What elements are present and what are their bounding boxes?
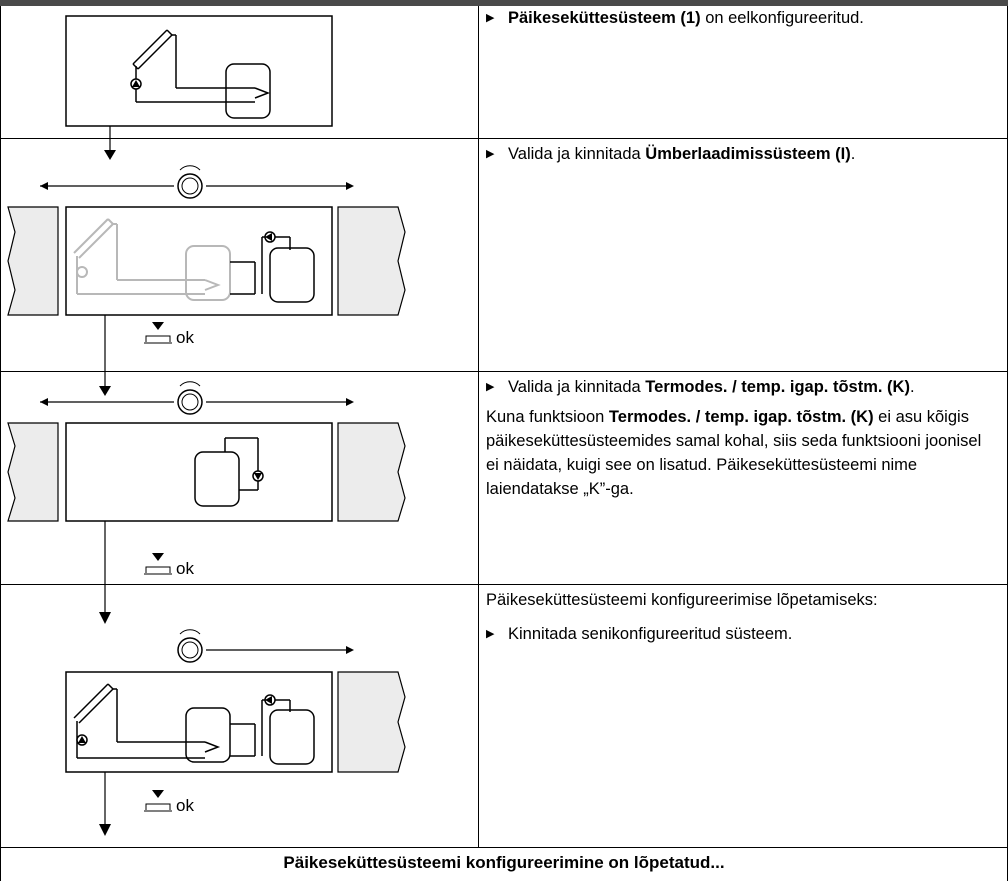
ok-button-icon — [144, 790, 172, 812]
row-divider — [0, 138, 1008, 139]
instruction-cell-2: ▶ Valida ja kinnitada Ümberlaadimissüste… — [486, 142, 996, 172]
side-panel-left — [7, 206, 59, 316]
instruction-step: ▶ Päikeseküttesüsteem (1) on eelkonfigur… — [486, 6, 996, 30]
down-arrow-icon — [99, 612, 111, 624]
down-arrow-icon — [104, 150, 116, 160]
menu-item-name: Ümberlaadimissüsteem (I) — [645, 145, 851, 163]
ok-label: ok — [176, 559, 194, 578]
intro-paragraph: Päikeseküttesüsteemi konfigureerimise lõ… — [486, 591, 878, 609]
instruction-step: ▶ Kinnitada senikonfigureeritud süsteem. — [486, 622, 996, 646]
bullet-arrow-icon: ▶ — [486, 628, 495, 640]
bullet-arrow-icon: ▶ — [486, 148, 495, 160]
display-box — [65, 206, 333, 316]
top-bar — [0, 0, 1008, 6]
rotary-knob-icon — [177, 381, 203, 415]
rotary-knob-icon — [177, 629, 203, 663]
bullet-arrow-icon: ▶ — [486, 12, 495, 24]
figure-thermal-disinfection: ok — [7, 371, 406, 584]
figure-solar-system-1 — [65, 15, 333, 138]
table-border-left — [0, 6, 1, 881]
down-arrow-icon — [99, 386, 111, 396]
figure-final-system: ok — [65, 584, 406, 836]
instruction-step: ▶ Valida ja kinnitada Termodes. / temp. … — [486, 375, 996, 399]
note-paragraph: Kuna funktsioon Termodes. / temp. igap. … — [486, 408, 982, 498]
rotary-knob-icon — [177, 165, 203, 199]
completion-footer: Päikeseküttesüsteemi konfigureerimine on… — [283, 853, 725, 872]
side-panel-right — [337, 206, 406, 316]
ok-label: ok — [176, 328, 194, 347]
menu-item-name: Päikeseküttesüsteem (1) — [508, 9, 701, 27]
instruction-cell-3: ▶ Valida ja kinnitada Termodes. / temp. … — [486, 375, 996, 511]
instruction-cell-1: ▶ Päikeseküttesüsteem (1) on eelkonfigur… — [486, 6, 996, 36]
ok-button-icon — [144, 322, 172, 344]
menu-item-name: Termodes. / temp. igap. tõstm. (K) — [645, 378, 910, 396]
ok-button-icon — [144, 553, 172, 575]
figure-transfer-system: ok — [7, 138, 406, 371]
instruction-step: ▶ Valida ja kinnitada Ümberlaadimissüste… — [486, 142, 996, 166]
display-box — [65, 422, 333, 522]
down-arrow-icon — [99, 824, 111, 836]
side-panel-right — [337, 671, 406, 773]
display-box — [65, 671, 333, 773]
side-panel-right — [337, 422, 406, 522]
ok-label: ok — [176, 796, 194, 815]
row-divider — [0, 371, 1008, 372]
column-divider — [478, 6, 479, 848]
instruction-cell-4: Päikeseküttesüsteemi konfigureerimise lõ… — [486, 588, 996, 652]
side-panel-left — [7, 422, 59, 522]
row-divider — [0, 584, 1008, 585]
row-divider — [0, 847, 1008, 848]
bullet-arrow-icon: ▶ — [486, 381, 495, 393]
